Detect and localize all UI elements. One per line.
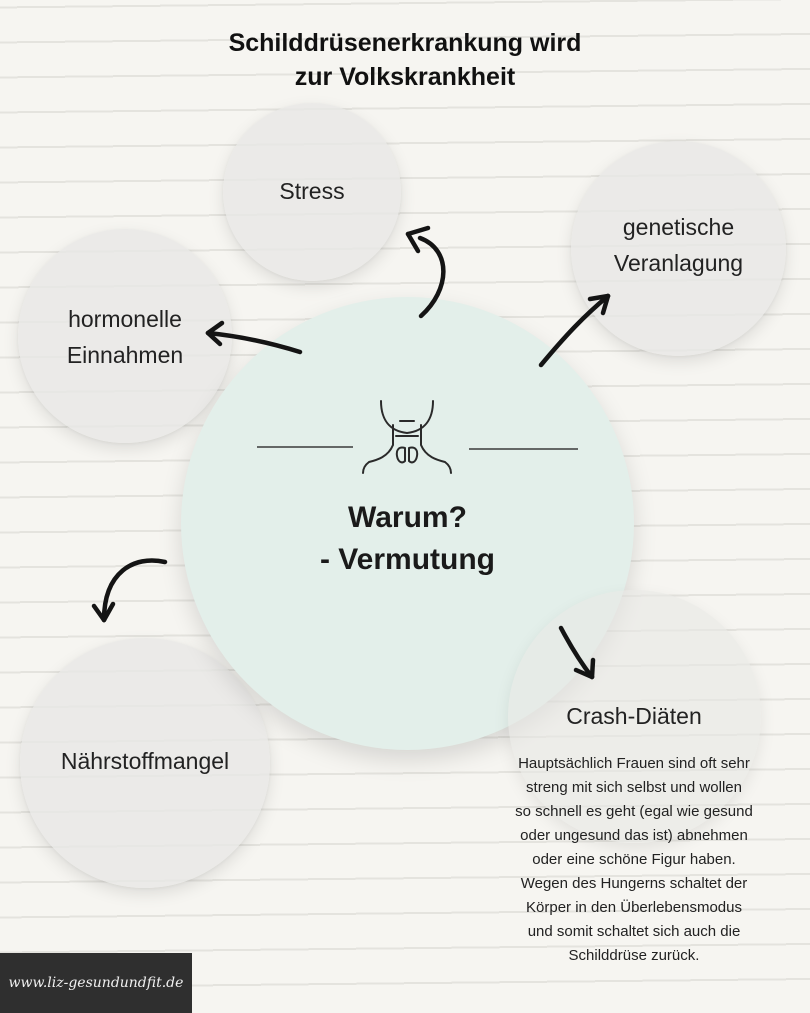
bubble-crash-diets [508, 590, 761, 843]
hormonal-label-line-2: Einnahmen [66, 342, 184, 368]
arrow-to-hormonal [205, 320, 303, 355]
crash-desc-line: streng mit sich selbst und wollen [526, 779, 742, 796]
arrow-to-stress [405, 225, 446, 319]
arrow-to-genetic [538, 293, 611, 368]
hormonal-label-line-1: hormonelle [68, 306, 182, 332]
title-line-1: Schilddrüsenerkrankung wird [228, 29, 582, 57]
arrow-to-nutrient [91, 558, 168, 623]
crash-desc-line: oder eine schöne Figur haben. [532, 851, 736, 868]
page-title: Schilddrüsenerkrankung wird zur Volkskra… [0, 26, 810, 94]
bubble-genetic: genetische Veranlagung [571, 141, 786, 356]
crash-desc-line: so schnell es geht (egal wie gesund [515, 803, 753, 820]
crash-diets-description: Hauptsächlich Frauen sind oft sehr stren… [478, 752, 790, 968]
crash-desc-line: Schilddrüse zurück. [568, 947, 700, 964]
crash-desc-line: oder ungesund das ist) abnehmen [520, 827, 748, 844]
main-title: Warum? - Vermutung [181, 497, 634, 581]
crash-desc-line: Hauptsächlich Frauen sind oft sehr [518, 755, 750, 772]
genetic-label-line-1: genetische [622, 214, 735, 240]
crash-desc-line: Körper in den Überlebensmodus [526, 899, 742, 916]
genetic-label-line-2: Veranlagung [613, 250, 744, 276]
nutrient-label: Nährstoffmangel [60, 748, 230, 774]
footer-website: www.liz-gesundundfit.de [0, 953, 192, 1013]
main-title-line-2: - Vermutung [319, 543, 495, 576]
main-title-line-1: Warum? [348, 501, 467, 534]
bubble-nutrient: Nährstoffmangel [20, 638, 270, 888]
crash-desc-line: Wegen des Hungerns schaltet der [520, 875, 748, 892]
crash-desc-line: und somit schaltet sich auch die [527, 923, 741, 940]
bubble-stress: Stress [223, 103, 401, 281]
arrow-to-crash-diets [558, 625, 596, 680]
neck-thyroid-icon [257, 400, 578, 474]
title-line-2: zur Volkskrankheit [294, 63, 516, 91]
bubble-hormonal: hormonelle Einnahmen [18, 229, 232, 443]
crash-diets-label: Crash-Diäten [566, 703, 702, 729]
stress-label: Stress [279, 178, 345, 204]
